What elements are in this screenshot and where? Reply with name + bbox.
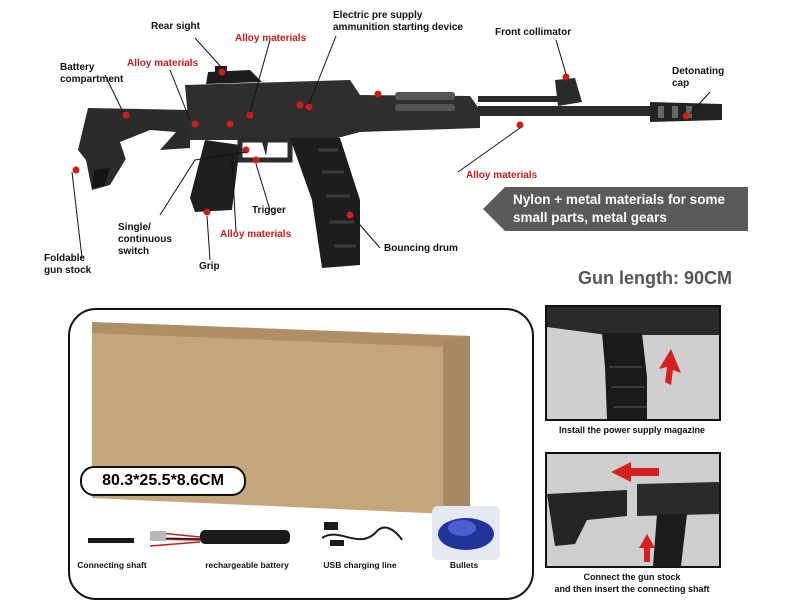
label-rear-sight: Rear sight bbox=[151, 21, 200, 32]
gun-grip bbox=[190, 140, 240, 212]
label-alloy-materials-right: Alloy materials bbox=[466, 170, 538, 181]
box-dimensions: 80.3*25.5*8.6CM bbox=[80, 466, 246, 496]
gun-receiver bbox=[185, 80, 480, 140]
label-foldable-gun-stock: Foldable gun stock bbox=[44, 253, 92, 276]
step-photo-connect-stock bbox=[545, 452, 721, 568]
gun-barrel bbox=[478, 106, 653, 116]
label-detonating-cap: Detonating cap bbox=[672, 66, 725, 89]
gun-length: Gun length: 90CM bbox=[578, 268, 732, 288]
label-alloy-materials-left: Alloy materials bbox=[127, 58, 199, 69]
step-caption-connect-stock: Connect the gun stock and then insert th… bbox=[554, 572, 710, 594]
accessory-bullets: Bullets bbox=[449, 560, 479, 570]
step-photo-install-magazine bbox=[545, 305, 721, 421]
rifle-illustration bbox=[71, 35, 722, 268]
label-grip: Grip bbox=[199, 261, 220, 272]
step-caption-install-magazine: Install the power supply magazine bbox=[558, 425, 706, 435]
label-trigger: Trigger bbox=[252, 205, 286, 216]
label-battery-compartment: Battery compartment bbox=[60, 62, 124, 85]
package-panel bbox=[68, 308, 534, 600]
arrow-up-icon bbox=[659, 349, 681, 385]
accessory-usb-charging-line: USB charging line bbox=[323, 560, 397, 570]
label-electric-pre-supply: Electric pre supply ammunition starting … bbox=[333, 10, 464, 33]
arrow-left-icon bbox=[611, 462, 659, 482]
label-single-continuous-switch: Single/ continuous switch bbox=[118, 222, 172, 257]
gun-magazine bbox=[290, 138, 360, 268]
arrow-up-icon bbox=[639, 534, 655, 562]
accessory-rechargeable-battery: rechargeable battery bbox=[205, 560, 289, 570]
label-alloy-materials-bottom: Alloy materials bbox=[220, 229, 292, 240]
label-alloy-materials-top: Alloy materials bbox=[235, 33, 307, 44]
accessory-connecting-shaft: Connecting shaft bbox=[77, 560, 147, 570]
materials-banner-text: Nylon + metal materials for some small p… bbox=[513, 192, 725, 225]
label-front-collimator: Front collimator bbox=[495, 27, 572, 38]
label-bouncing-drum: Bouncing drum bbox=[384, 243, 458, 254]
materials-banner: Nylon + metal materials for some small p… bbox=[483, 187, 748, 231]
